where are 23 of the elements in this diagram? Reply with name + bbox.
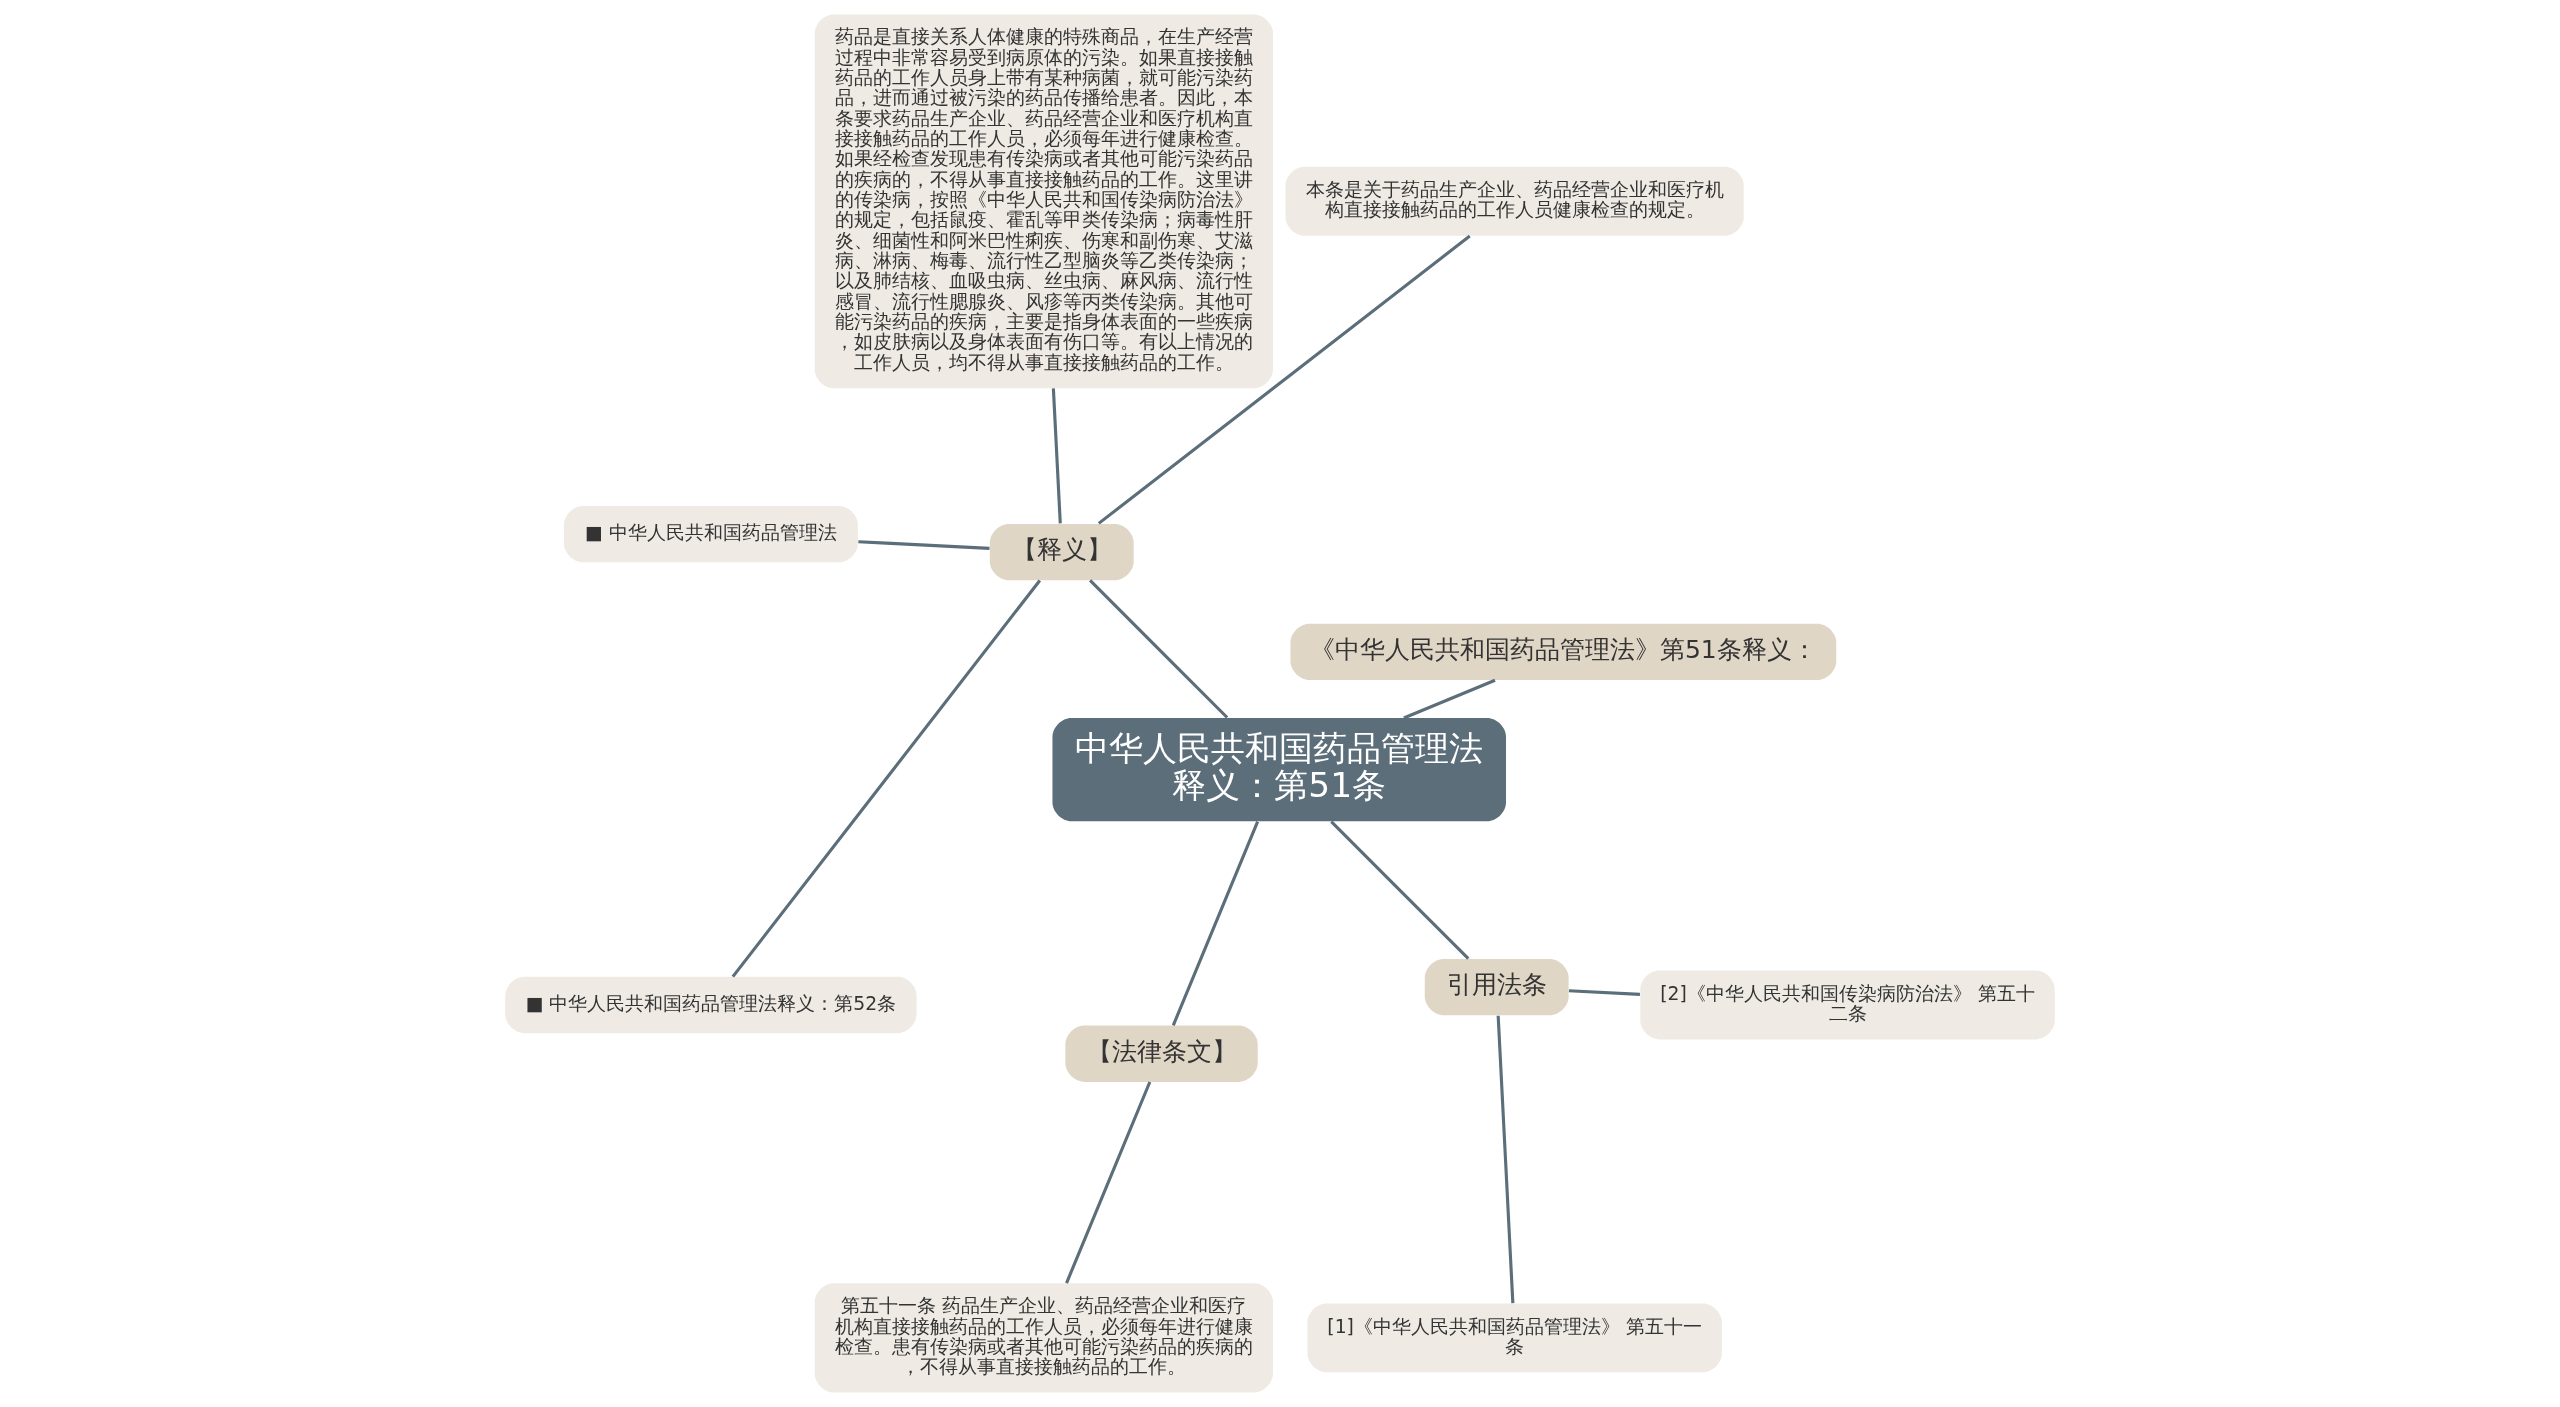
node-box: 引用法条 <box>1424 958 1569 1016</box>
connector <box>1065 1081 1152 1284</box>
node-box: 【法律条文】 <box>1065 1025 1258 1082</box>
connector <box>1171 821 1260 1026</box>
node-box: 第五十一条 药品生产企业、药品经营企业和医疗机构直接接触药品的工作人员，必须每年进行健康检查。患有传染病或者其他可能污染药品的疾病的，不得从事直接接触药品的工作。 <box>814 1283 1273 1393</box>
node-box: [2]《中华人民共和国传染病防治法》 第五十二条 <box>1640 970 2055 1040</box>
node-box: [1]《中华人民共和国药品管理法》 第五十一条 <box>1307 1303 1722 1373</box>
node-box: 药品是直接关系人体健康的特殊商品，在生产经营过程中非常容易受到病原体的污染。如果直接接触药品的工作人员身上带有某种病菌，就可能污染药品，进而通过被污染的药品传播给患者。因此，本条要求药品生产企业、药品经营企业和医疗机构直接接触药品的工作人员，必须每年进行健康检查。如果经检查发现患有传染病或者其他可能污染药品的疾病的，不得从事直接接触药品的工作。这里讲的传染病，按照《中华人民共和国传染病防治法》的规定，包括鼠疫、霍乱等甲类传染病；病毒性肝炎、细菌性和阿米巴性痢疾、伤寒和副伤寒、艾滋病、淋病、梅毒、流行性乙型脑炎等乙类传染病；以及肺结核、血吸虫病、丝虫病、麻风病、流行性感冒、流行性腮腺炎、风疹等丙类传染病。其他可能污染药品的疾病，主要是指身体表面的一些疾病，如皮肤病以及身体表面有伤口等。有以上情况的工作人员，均不得从事直接接触药品的工作。 <box>814 14 1273 389</box>
node-box: 《中华人民共和国药品管理法》第51条释义： <box>1290 623 1837 681</box>
node-box: 本条是关于药品生产企业、药品经营企业和医疗机构直接接触药品的工作人员健康检查的规定。 <box>1285 166 1744 236</box>
node-box: ■ 中华人民共和国药品管理法释义：第52条 <box>505 976 917 1034</box>
connector <box>1051 388 1062 524</box>
connector <box>1403 678 1496 720</box>
connector <box>858 540 990 550</box>
node-box: 【释义】 <box>989 523 1134 581</box>
node-box: ■ 中华人民共和国药品管理法 <box>563 506 858 563</box>
connector <box>1496 1015 1515 1304</box>
connector <box>1089 579 1229 719</box>
node-box: 中华人民共和国药品管理法释义：第51条 <box>1052 717 1506 822</box>
connector <box>1097 234 1471 525</box>
connector <box>731 579 1042 978</box>
connector <box>1568 989 1641 996</box>
connector <box>1330 820 1470 960</box>
